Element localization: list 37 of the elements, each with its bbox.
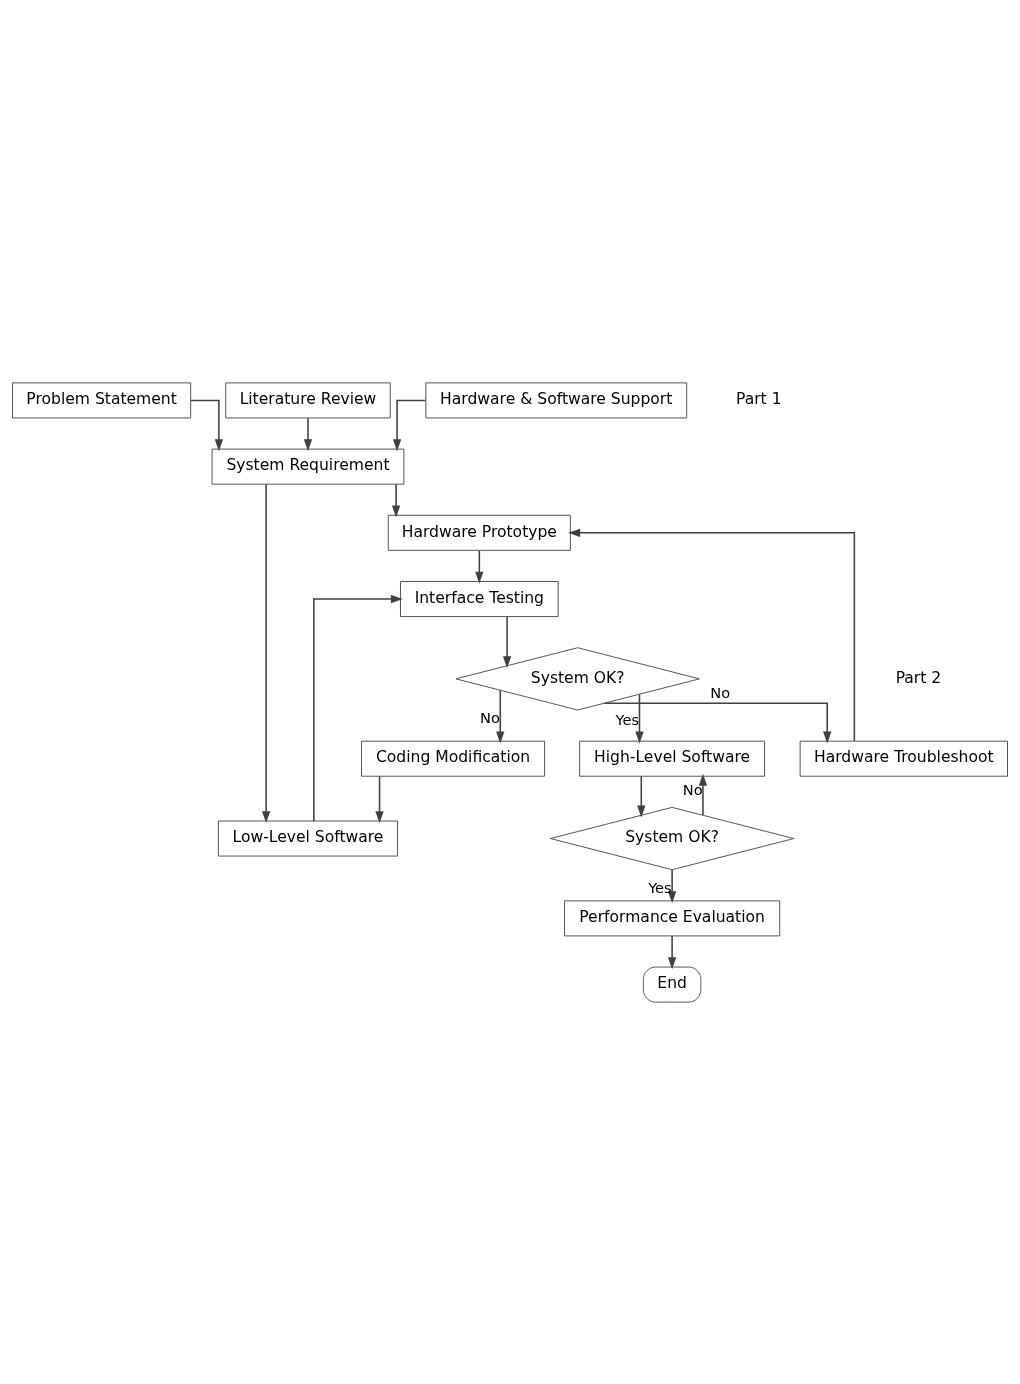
arrow	[603, 701, 832, 743]
node-box: Performance Evaluation	[564, 899, 781, 936]
edge-label: Yes	[648, 878, 672, 896]
arrow	[698, 773, 708, 816]
arrow	[667, 934, 677, 969]
edge-label: No	[682, 780, 703, 798]
arrow	[496, 689, 505, 743]
label: Part 1	[735, 389, 782, 408]
arrow	[667, 868, 677, 903]
edge-label: No	[710, 683, 731, 701]
arrow	[568, 528, 856, 742]
arrow	[261, 483, 271, 823]
arrow	[391, 483, 401, 517]
node-box: Hardware Prototype	[387, 514, 571, 551]
arrow	[303, 416, 313, 451]
node-box: Literature Review	[225, 381, 391, 418]
edge-label: Yes	[615, 710, 640, 728]
node-box: Coding Modification	[361, 740, 546, 777]
node-box: Interface Testing	[400, 580, 559, 617]
arrow	[392, 399, 427, 451]
arrow	[313, 594, 403, 822]
arrow	[190, 399, 224, 451]
arrow	[637, 775, 646, 817]
arrow	[502, 615, 512, 668]
node-box: High-Level Software	[579, 740, 766, 777]
arrow	[475, 549, 484, 584]
node-box: Problem Statement	[12, 381, 192, 418]
node-box: Low-Level Software	[217, 820, 399, 857]
edge-label: No	[480, 708, 500, 726]
label: Part 2	[895, 668, 942, 687]
node-diamond: System OK?	[455, 646, 700, 710]
node-box: Hardware & Software Support	[425, 381, 688, 418]
node-box: Hardware Troubleshoot	[799, 740, 1008, 777]
arrow	[375, 775, 384, 823]
node-box: End	[642, 966, 702, 1003]
node-box: System Requirement	[211, 448, 405, 485]
arrow	[635, 693, 644, 743]
